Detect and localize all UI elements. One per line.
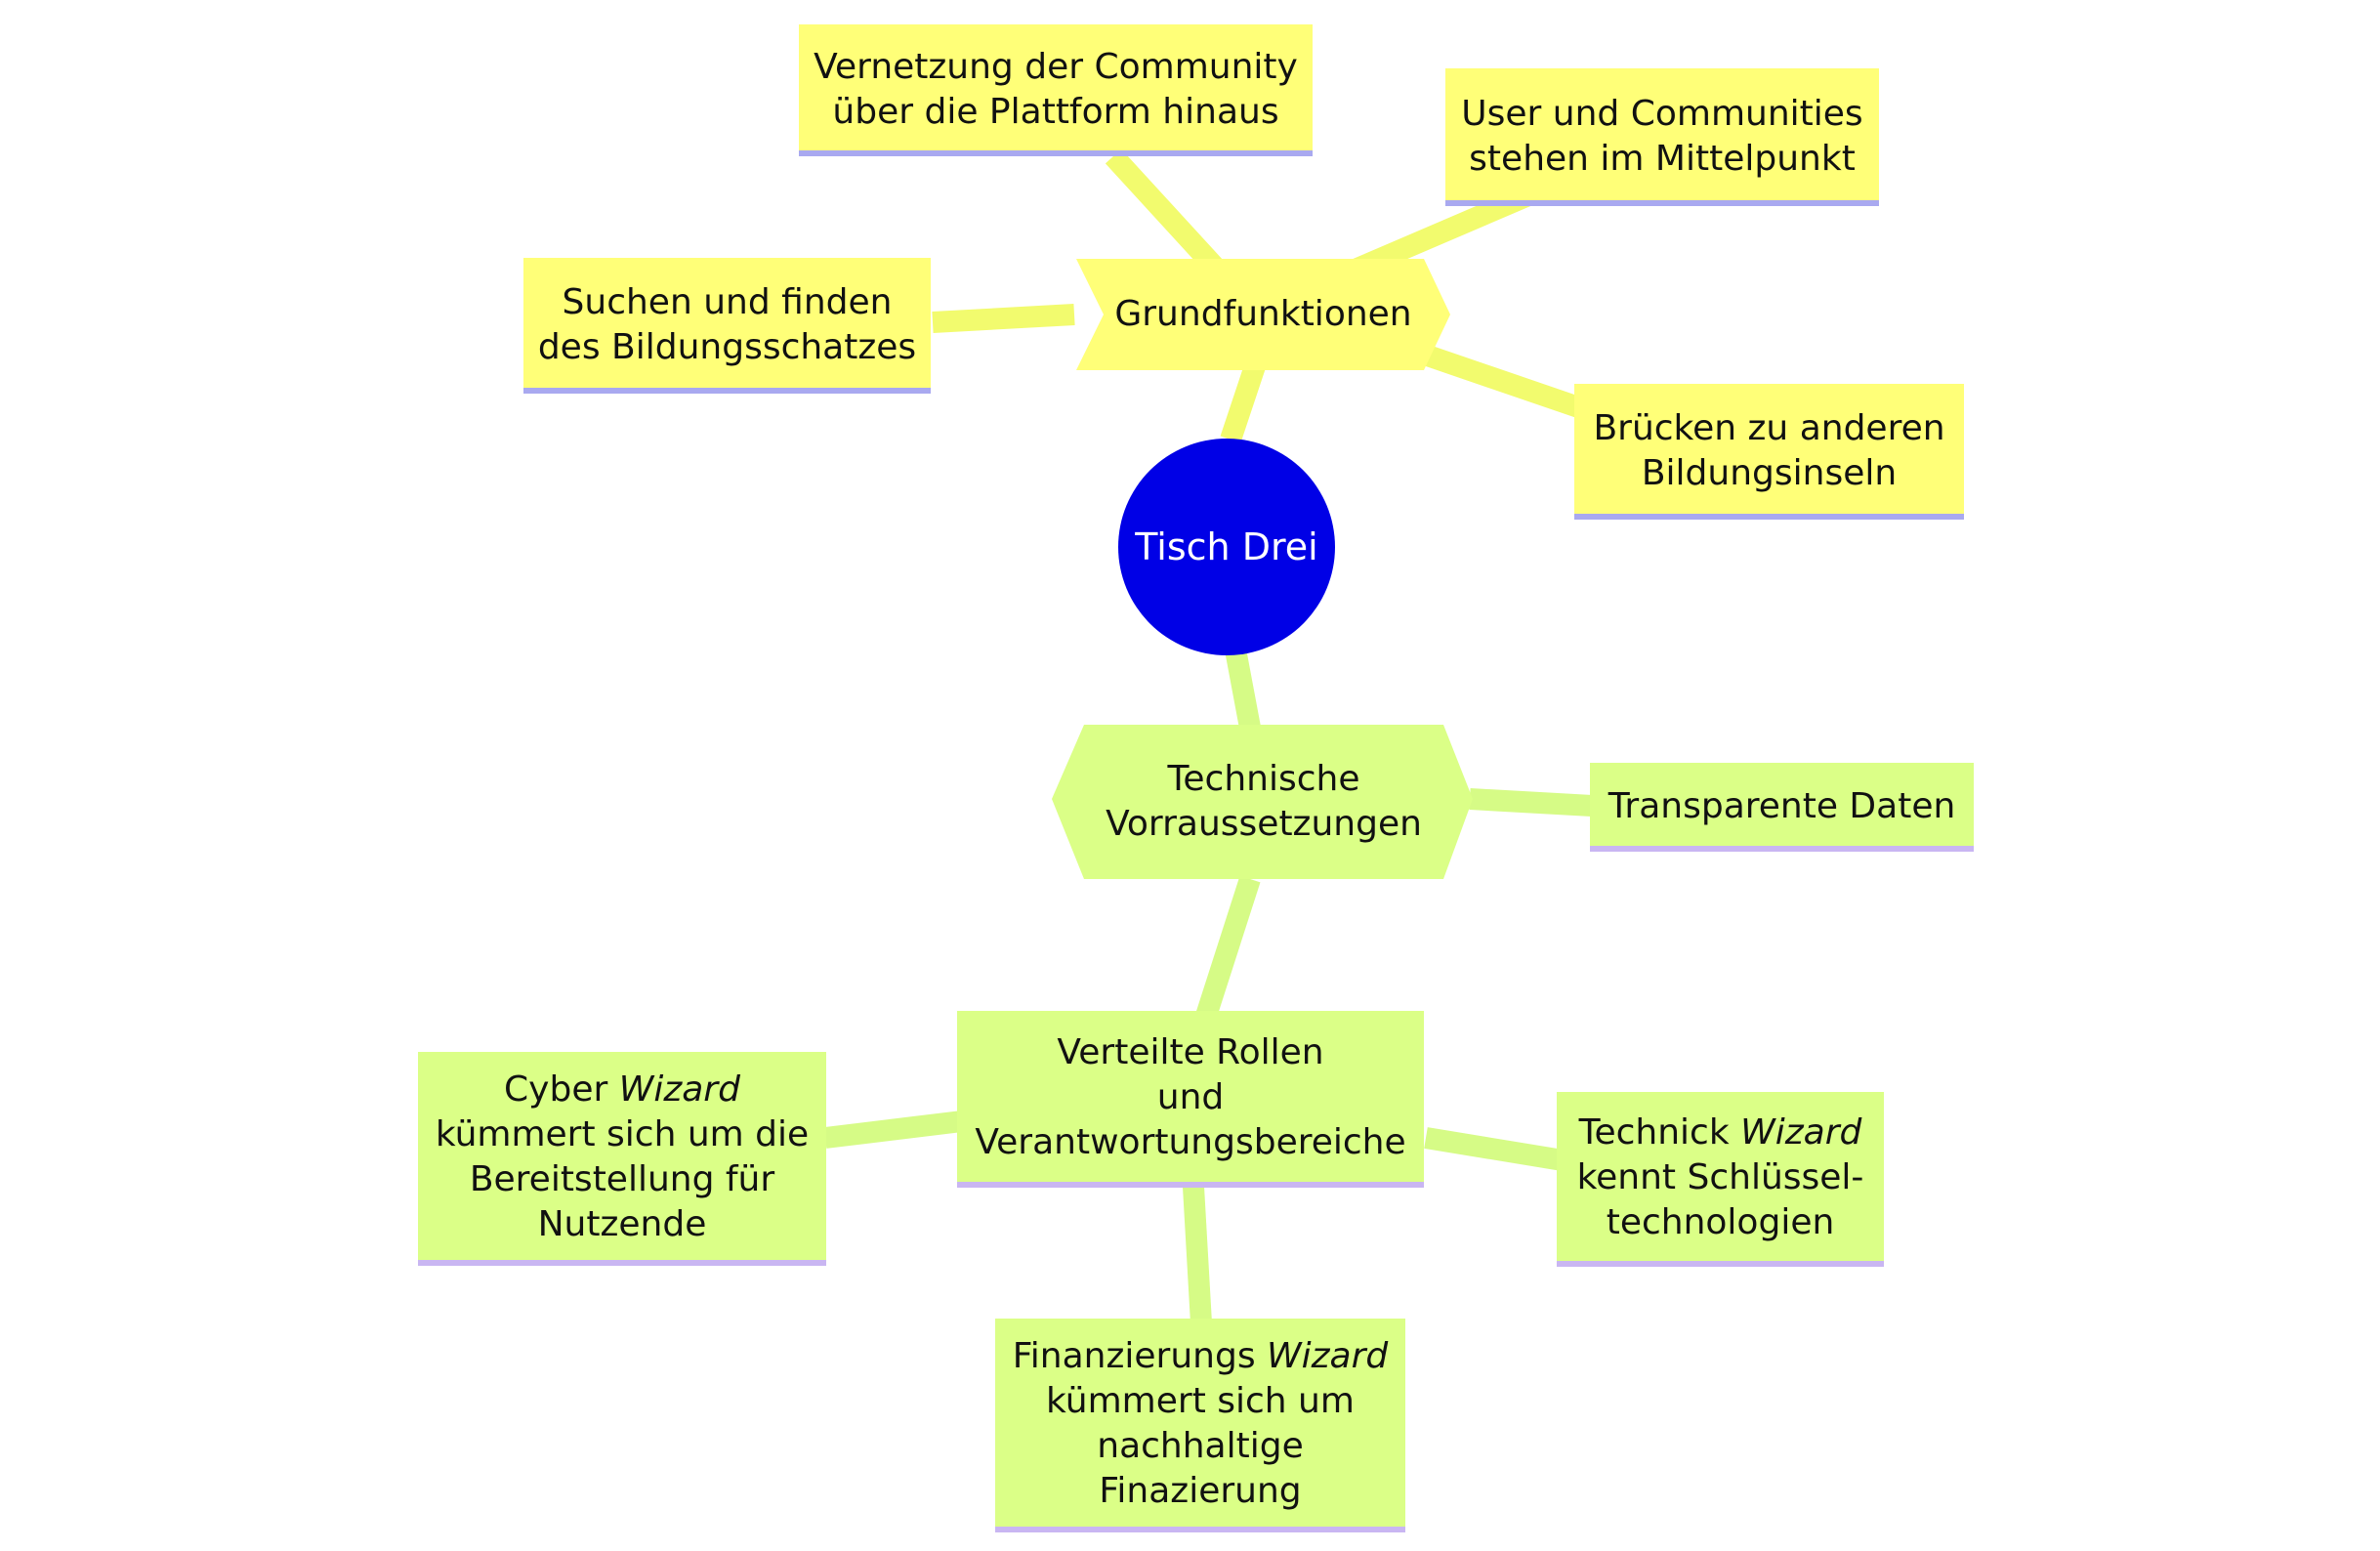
node-finanz-underline [995,1527,1405,1532]
node-vernetzung-underline [799,150,1313,156]
node-user-label: User und Communities stehen im Mittelpun… [1461,93,1863,179]
link-tech-transparente [1469,788,1593,817]
node-transparente-underline [1590,846,1974,852]
link-rollen-cyber [823,1111,964,1149]
node-grundfunktionen-label: Grundfunktionen [1114,294,1412,334]
node-vernetzung-label: Vernetzung der Community über die Plattf… [814,46,1298,132]
node-rollen-underline [957,1182,1424,1188]
node-root-shape[interactable] [1118,439,1335,655]
node-bruecken-label: Brücken zu anderen Bildungsinseln [1593,407,1945,493]
link-rollen-technick [1424,1127,1565,1171]
node-cyber-shape[interactable] [418,1052,826,1263]
link-grund-user [1353,185,1533,279]
node-root-label: Tisch Drei [1135,525,1318,568]
node-suchen-underline [523,388,931,394]
node-bruecken-shape[interactable] [1574,384,1964,518]
node-user-underline [1445,200,1879,206]
node-user-shape[interactable] [1445,68,1879,204]
link-grund-suchen [932,304,1075,333]
link-rollen-finanz [1183,1186,1212,1324]
node-bruecken-underline [1574,514,1964,520]
link-root-technische [1225,647,1261,731]
node-technische-label: Technische Vorraussetzungen [1106,759,1422,844]
node-transparente-label: Transparente Daten [1608,785,1956,826]
node-cyber-underline [418,1260,826,1266]
link-tech-rollen [1195,875,1261,1020]
node-finanz-label: Finanzierungs Wizard kümmert sich um nac… [1012,1336,1389,1511]
link-grund-vernetzung [1105,148,1230,281]
node-transparente-shape[interactable] [1590,763,1974,850]
node-suchen-label: Suchen und finden des Bildungsschatzes [537,281,917,367]
node-grundfunktionen-shape[interactable] [1076,259,1450,370]
node-technick-underline [1557,1261,1884,1267]
node-technick-shape[interactable] [1557,1092,1884,1264]
node-cyber-label: Cyber Wizard kümmert sich um die Bereits… [435,1069,810,1244]
node-finanz-shape[interactable] [995,1319,1405,1530]
node-rollen-label: Verteilte Rollen und Verantwortungsberei… [975,1032,1406,1162]
link-grund-bruecken [1412,341,1591,421]
node-rollen-shape[interactable] [957,1011,1424,1185]
node-technische-shape[interactable] [1052,725,1473,879]
node-vernetzung-shape[interactable] [799,24,1313,154]
node-suchen-shape[interactable] [523,258,931,392]
node-technick-label: Technick Wizard kennt Schlüssel- technol… [1576,1112,1864,1242]
